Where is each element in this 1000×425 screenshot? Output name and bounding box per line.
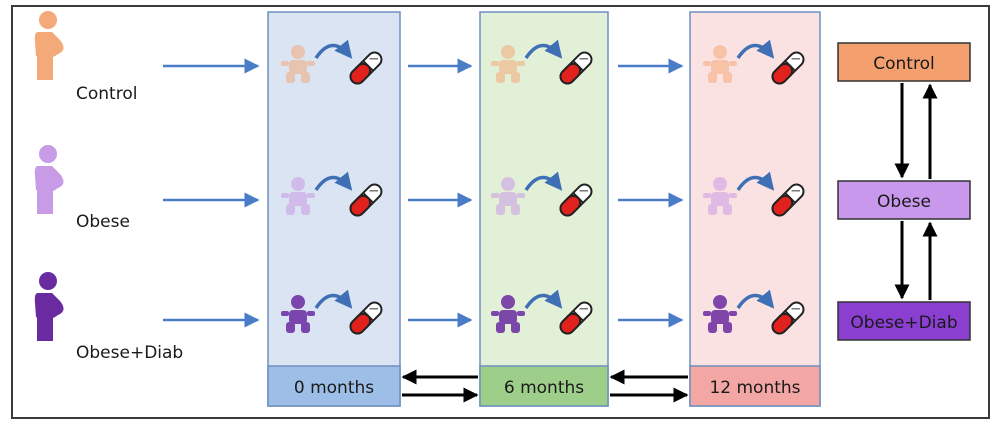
baby-icon: [491, 177, 525, 215]
timepoint-label-2: 12 months: [709, 378, 800, 398]
capsule-tube-icon: [559, 51, 593, 85]
legend-box-obese-diab: [837, 301, 971, 341]
group-label-obese: Obese: [76, 212, 130, 232]
pregnant-woman-icon: [34, 11, 64, 80]
capsule-tube-icon: [349, 51, 383, 85]
baby-icon: [491, 295, 525, 333]
baby-icon: [281, 177, 315, 215]
curved-arrow-icon: [736, 39, 775, 60]
capsule-tube-icon: [771, 183, 805, 217]
legend-label-control: Control: [873, 54, 934, 74]
legend-box-obese: [837, 180, 971, 220]
curved-arrow-icon: [736, 171, 775, 192]
timepoint-label-0: 0 months: [294, 378, 374, 398]
panel-1-label-box: [479, 365, 609, 407]
curved-arrow-icon: [524, 171, 563, 192]
baby-icon: [281, 45, 315, 83]
pregnant-woman-icon: [34, 272, 64, 341]
curved-arrow-icon: [524, 39, 563, 60]
baby-icon: [281, 295, 315, 333]
row-control: Control: [34, 11, 684, 104]
legend-label-obese-diab: Obese+Diab: [850, 313, 957, 333]
capsule-tube-icon: [771, 301, 805, 335]
pregnant-woman-icon: [34, 145, 64, 214]
legend-label-obese: Obese: [877, 192, 931, 212]
capsule-tube-icon: [349, 183, 383, 217]
baby-icon: [491, 45, 525, 83]
row-obese-diab: Obese+Diab: [34, 272, 684, 363]
timepoint-connectors: [401, 369, 689, 403]
curved-arrow-icon: [314, 39, 353, 60]
curved-arrow-icon: [736, 289, 775, 310]
capsule-tube-icon: [559, 301, 593, 335]
panel-icons: [281, 39, 805, 335]
baby-icon: [703, 177, 737, 215]
panel-0-label-box: [267, 365, 401, 407]
legend-box-control: [837, 42, 971, 82]
baby-icon: [703, 295, 737, 333]
row-obese: Obese: [34, 145, 684, 232]
panel-2-label-box: [689, 365, 821, 407]
timepoint-label-1: 6 months: [504, 378, 584, 398]
curved-arrow-icon: [314, 171, 353, 192]
capsule-tube-icon: [771, 51, 805, 85]
group-legend: Control Obese Obese+Diab: [837, 42, 971, 341]
curved-arrow-icon: [314, 289, 353, 310]
baby-icon: [703, 45, 737, 83]
curved-arrow-icon: [524, 289, 563, 310]
capsule-tube-icon: [349, 301, 383, 335]
group-label-obese-diab: Obese+Diab: [76, 343, 183, 363]
group-label-control: Control: [76, 84, 137, 104]
capsule-tube-icon: [559, 183, 593, 217]
